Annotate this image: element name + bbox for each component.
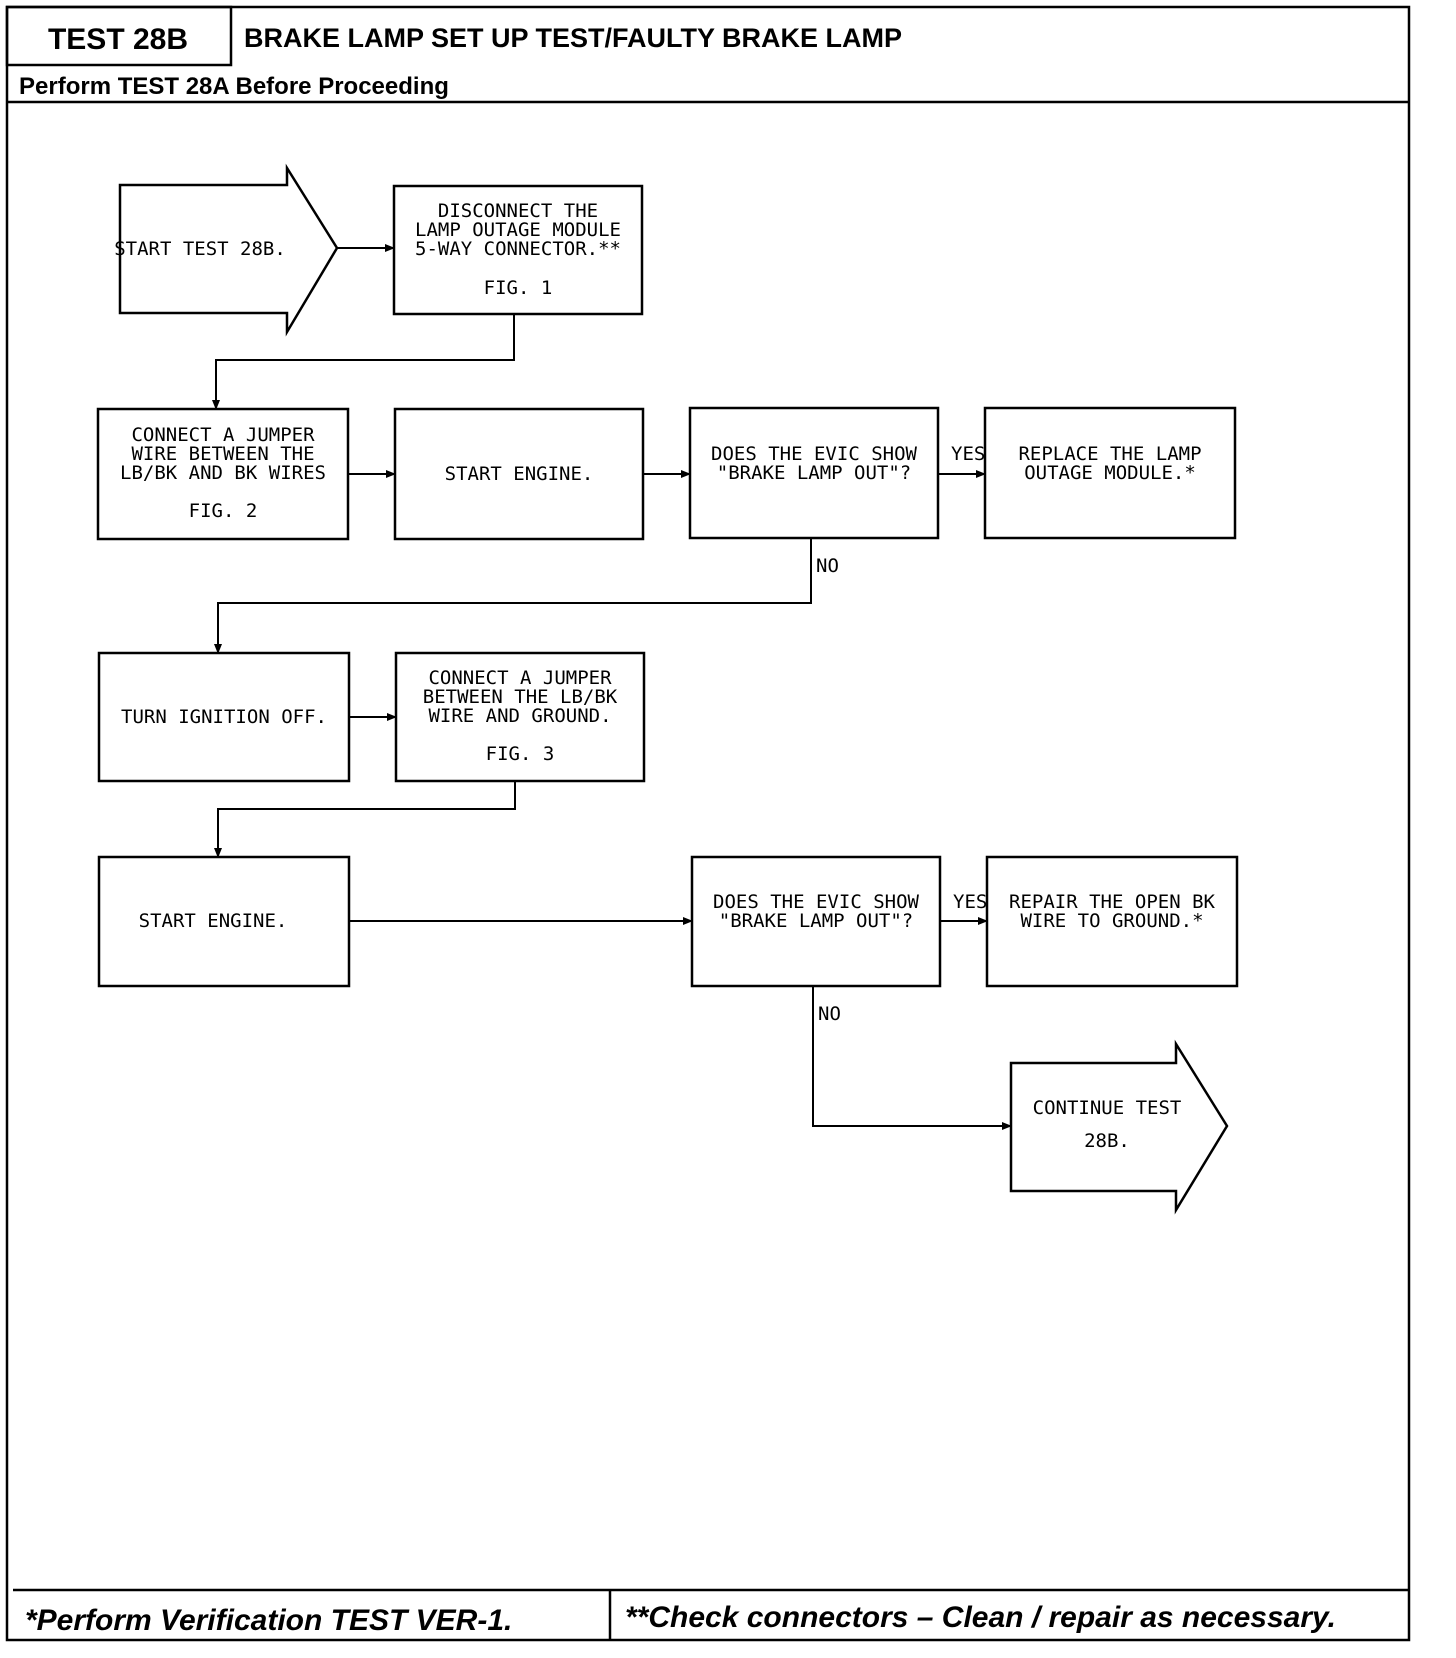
connect-jumper-step-2: CONNECT A JUMPER BETWEEN THE LB/BK WIRE … — [394, 651, 646, 783]
start-engine-step-1: START ENGINE. — [393, 407, 645, 541]
replace-module-line-2: OUTAGE MODULE.* — [1024, 462, 1196, 484]
question-1-line-1: DOES THE EVIC SHOW — [711, 443, 917, 465]
continue-test-arrow: CONTINUE TEST 28B. — [1009, 1039, 1229, 1215]
connect-jumper-2-line-3: WIRE AND GROUND. — [428, 705, 611, 727]
test-id: TEST 28B — [48, 23, 188, 56]
connect-jumper-1-line-1: CONNECT A JUMPER — [131, 424, 315, 446]
yes-label-1: YES — [951, 443, 985, 465]
question-2-line-1: DOES THE EVIC SHOW — [713, 891, 919, 913]
continue-line-2: 28B. — [1084, 1130, 1130, 1152]
connect-jumper-1-fig: FIG. 2 — [189, 500, 258, 522]
flowchart-diagram: TEST 28B BRAKE LAMP SET UP TEST/FAULTY B… — [5, 5, 1411, 1642]
disconnect-fig: FIG. 1 — [484, 277, 553, 299]
footer-note-connectors: **Check connectors – Clean / repair as n… — [625, 1601, 1336, 1634]
repair-wire-line-2: WIRE TO GROUND.* — [1020, 910, 1203, 932]
turn-ignition-off-step: TURN IGNITION OFF. — [97, 651, 351, 783]
connect-jumper-step-1: CONNECT A JUMPER WIRE BETWEEN THE LB/BK … — [96, 407, 350, 541]
continue-line-1: CONTINUE TEST — [1033, 1097, 1182, 1119]
repair-wire-step: REPAIR THE OPEN BK WIRE TO GROUND.* — [985, 855, 1239, 988]
disconnect-line-3: 5-WAY CONNECTOR.** — [415, 238, 621, 260]
test-id-box — [5, 5, 233, 67]
no-label-1: NO — [816, 555, 839, 577]
flowchart-page: TEST 28B BRAKE LAMP SET UP TEST/FAULTY B… — [5, 5, 1413, 1643]
disconnect-line-2: LAMP OUTAGE MODULE — [415, 219, 621, 241]
question-2-line-2: "BRAKE LAMP OUT"? — [719, 910, 913, 932]
evic-question-2: DOES THE EVIC SHOW "BRAKE LAMP OUT"? — [690, 855, 942, 988]
connect-jumper-2-fig: FIG. 3 — [486, 743, 555, 765]
turn-ignition-off-text: TURN IGNITION OFF. — [121, 706, 327, 728]
evic-question-1: DOES THE EVIC SHOW "BRAKE LAMP OUT"? — [688, 406, 940, 540]
start-engine-1-text: START ENGINE. — [445, 463, 594, 485]
connect-jumper-1-line-3: LB/BK AND BK WIRES — [120, 462, 326, 484]
question-1-line-2: "BRAKE LAMP OUT"? — [717, 462, 911, 484]
connect-jumper-2-line-1: CONNECT A JUMPER — [428, 667, 612, 689]
outer-frame — [5, 5, 1411, 1642]
yes-label-2: YES — [953, 891, 987, 913]
repair-wire-line-1: REPAIR THE OPEN BK — [1009, 891, 1215, 913]
page-title: BRAKE LAMP SET UP TEST/FAULTY BRAKE LAMP — [244, 23, 902, 53]
start-engine-step-2: START ENGINE. — [97, 855, 351, 988]
connect-jumper-1-line-2: WIRE BETWEEN THE — [131, 443, 314, 465]
no-label-2: NO — [818, 1003, 841, 1025]
connect-jumper-2-line-2: BETWEEN THE LB/BK — [423, 686, 618, 708]
start-test-text: START TEST 28B. — [114, 238, 286, 260]
footer-note-verification: *Perform Verification TEST VER-1. — [25, 1604, 512, 1637]
prerequisite-note: Perform TEST 28A Before Proceeding — [19, 73, 449, 100]
start-test-arrow: START TEST 28B. — [114, 163, 339, 337]
replace-module-line-1: REPLACE THE LAMP — [1018, 443, 1201, 465]
disconnect-line-1: DISCONNECT THE — [438, 200, 598, 222]
replace-module-step: REPLACE THE LAMP OUTAGE MODULE.* — [983, 406, 1237, 540]
start-engine-2-text: START ENGINE. — [139, 910, 288, 932]
disconnect-step: DISCONNECT THE LAMP OUTAGE MODULE 5-WAY … — [392, 184, 644, 316]
